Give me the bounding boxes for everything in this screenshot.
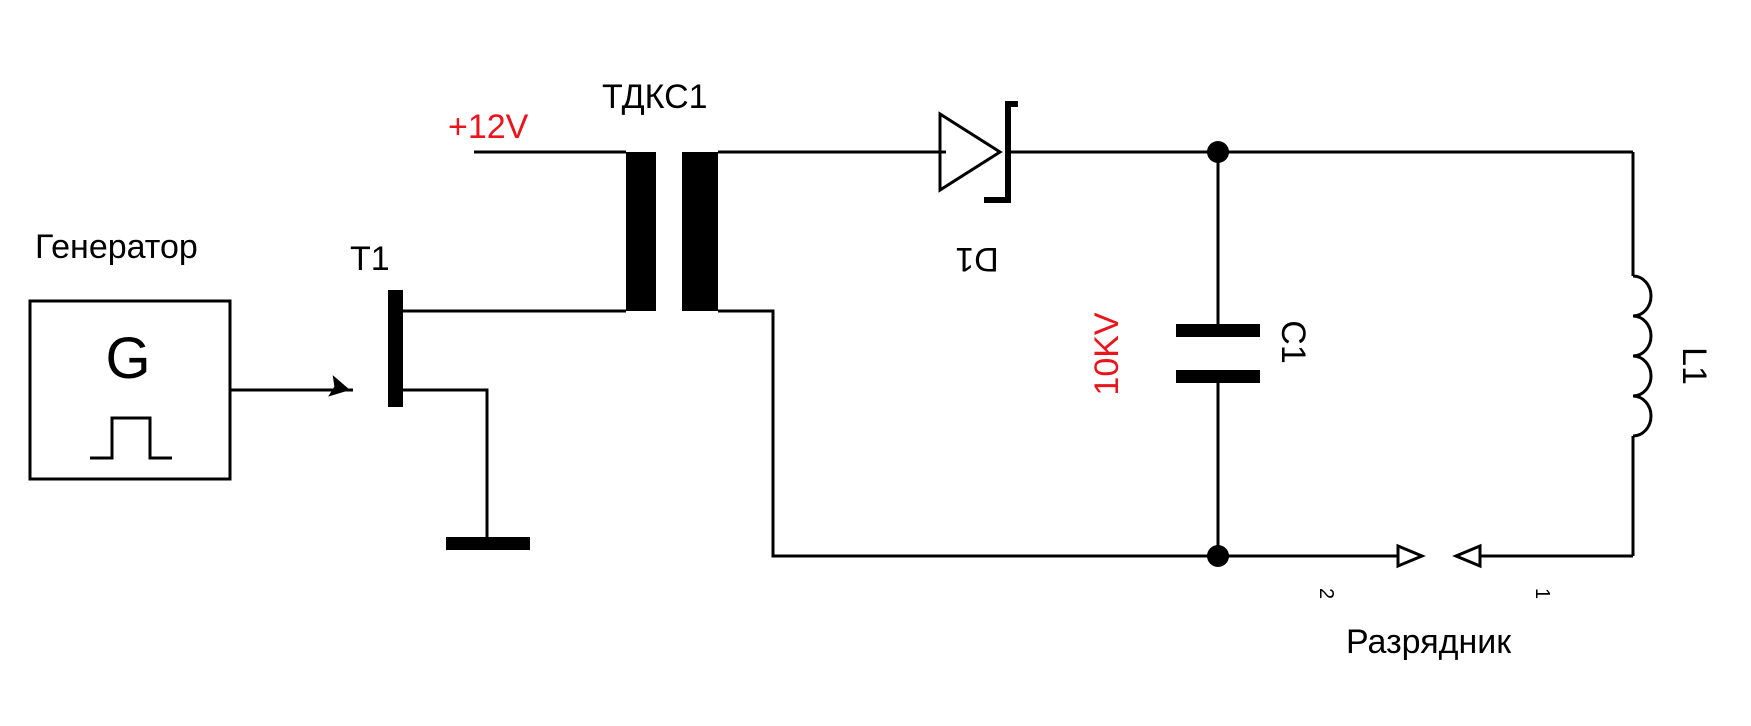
supply-label: +12V xyxy=(448,108,529,146)
diode-triangle xyxy=(938,111,1003,193)
transistor-t1: T1 xyxy=(350,240,626,550)
transformer-primary xyxy=(626,152,656,311)
inductor-label: L1 xyxy=(1675,347,1713,385)
generator-label: Генератор xyxy=(35,228,198,266)
gap-pin-2: 2 xyxy=(1315,588,1337,599)
transformer-tdks1: +12V ТДКС1 xyxy=(448,78,1218,558)
gap-pin-1: 1 xyxy=(1531,588,1553,599)
emitter-wire xyxy=(403,388,489,540)
generator-block: G Генератор xyxy=(28,228,232,481)
base-wire xyxy=(230,375,353,397)
ground-icon xyxy=(446,537,530,550)
transistor-label: T1 xyxy=(350,240,390,278)
capacitor-label: C1 xyxy=(1274,320,1312,363)
diode-label: D1 xyxy=(955,240,998,278)
generator-symbol: G xyxy=(105,326,150,391)
diode-d1: D1 xyxy=(938,101,1218,278)
spark-gap: 2 1 Разрядник xyxy=(1218,543,1553,661)
transistor-base-bar xyxy=(388,290,403,407)
capacitor-c1: C1 10KV xyxy=(1088,141,1312,567)
gap-left-electrode xyxy=(1396,543,1426,569)
base-arrow-icon xyxy=(328,375,350,397)
output-loop: L1 xyxy=(1218,150,1713,558)
cap-plate-top xyxy=(1176,324,1260,337)
transformer-label: ТДКС1 xyxy=(602,78,708,116)
cap-plate-bottom xyxy=(1176,370,1260,383)
gap-right-electrode xyxy=(1452,543,1482,569)
junction-dot-top xyxy=(1207,141,1229,163)
spark-gap-label: Разрядник xyxy=(1346,623,1512,661)
capacitor-voltage-label: 10KV xyxy=(1088,312,1126,395)
inductor-coil xyxy=(1632,274,1653,438)
secondary-bottom-wire xyxy=(718,309,1218,558)
transformer-secondary xyxy=(682,152,718,311)
square-pulse-icon xyxy=(90,416,172,460)
